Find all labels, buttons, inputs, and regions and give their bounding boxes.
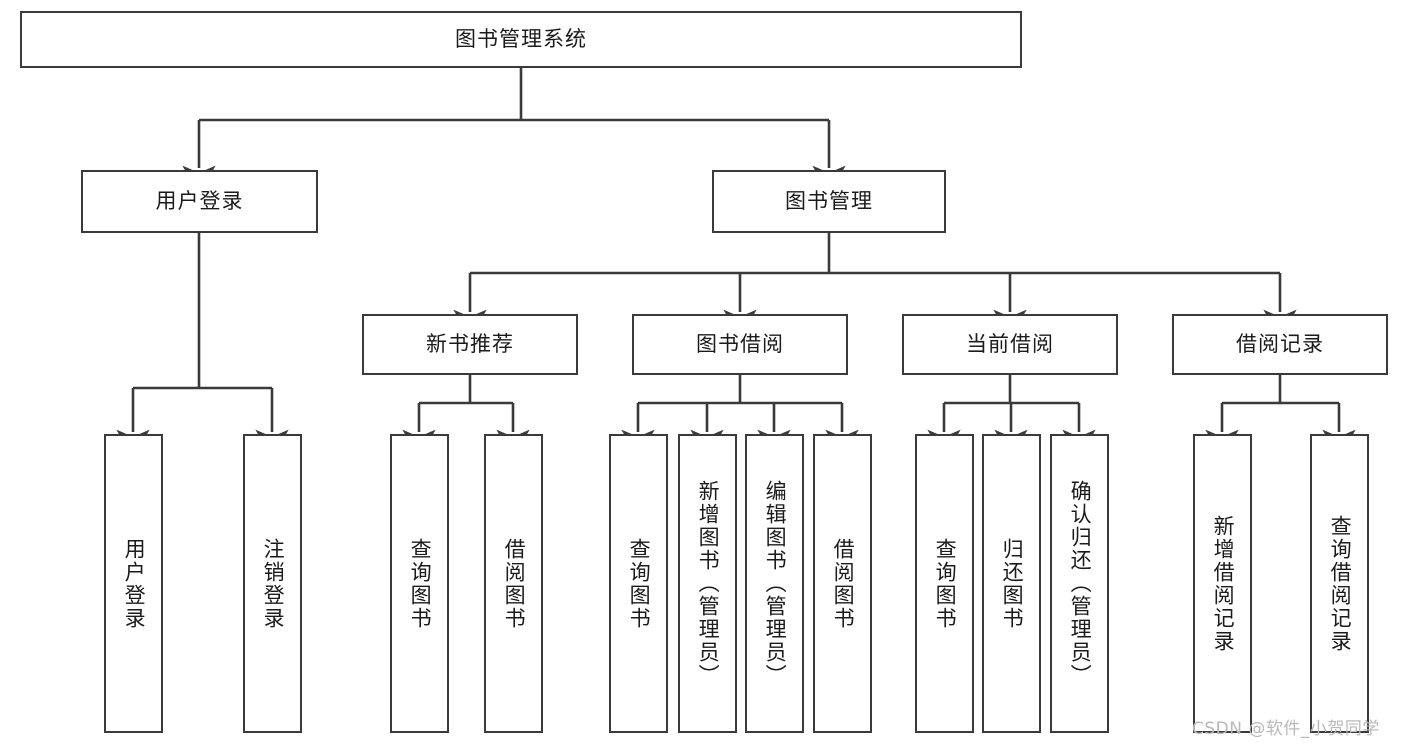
node-user-login-label: 用户登录 — [155, 189, 244, 214]
leaf-user-login[interactable]: 用户登录 — [104, 434, 163, 733]
leaf-confirm-return-admin[interactable]: 确认归还（管理员） — [1050, 434, 1109, 733]
leaf-query-book-current[interactable]: 查询图书 — [915, 434, 974, 733]
leaf-logout-login[interactable]: 注销登录 — [243, 434, 302, 733]
leaf-add-borrow-record-label: 新增借阅记录 — [1211, 514, 1236, 653]
node-new-book-recommend-label: 新书推荐 — [426, 332, 514, 357]
leaf-borrow-book[interactable]: 借阅图书 — [813, 434, 872, 733]
leaf-query-book-newbook[interactable]: 查询图书 — [390, 434, 449, 733]
leaf-borrow-book-newbook-label: 借阅图书 — [502, 537, 527, 630]
leaf-borrow-book-newbook[interactable]: 借阅图书 — [484, 434, 543, 733]
node-book-borrow[interactable]: 图书借阅 — [632, 314, 848, 375]
leaf-add-borrow-record[interactable]: 新增借阅记录 — [1193, 434, 1252, 733]
leaf-add-book-admin-label: 新增图书（管理员） — [696, 480, 721, 687]
leaf-query-book-borrow-label: 查询图书 — [627, 537, 652, 630]
leaf-edit-book-admin[interactable]: 编辑图书（管理员） — [745, 434, 804, 733]
leaf-query-book-borrow[interactable]: 查询图书 — [609, 434, 668, 733]
node-user-login[interactable]: 用户登录 — [81, 170, 318, 233]
leaf-return-book[interactable]: 归还图书 — [982, 434, 1041, 733]
leaf-borrow-book-label: 借阅图书 — [831, 537, 856, 630]
node-book-management[interactable]: 图书管理 — [712, 170, 946, 233]
node-book-management-label: 图书管理 — [785, 189, 873, 214]
leaf-user-login-label: 用户登录 — [122, 537, 147, 630]
node-borrow-record[interactable]: 借阅记录 — [1172, 314, 1388, 375]
leaf-query-borrow-record[interactable]: 查询借阅记录 — [1310, 434, 1369, 733]
leaf-query-book-newbook-label: 查询图书 — [408, 537, 433, 630]
leaf-edit-book-admin-label: 编辑图书（管理员） — [763, 480, 788, 687]
csdn-watermark: CSDN @软件_小贺同学 — [1192, 719, 1380, 739]
leaf-query-book-current-label: 查询图书 — [933, 537, 958, 630]
node-current-borrow-label: 当前借阅 — [966, 332, 1054, 357]
node-root-label: 图书管理系统 — [455, 27, 587, 52]
node-borrow-record-label: 借阅记录 — [1236, 332, 1324, 357]
node-new-book-recommend[interactable]: 新书推荐 — [362, 314, 578, 375]
leaf-return-book-label: 归还图书 — [1000, 537, 1025, 630]
leaf-query-borrow-record-label: 查询借阅记录 — [1328, 514, 1353, 653]
node-book-borrow-label: 图书借阅 — [696, 332, 784, 357]
node-current-borrow[interactable]: 当前借阅 — [902, 314, 1118, 375]
node-root[interactable]: 图书管理系统 — [20, 11, 1022, 68]
leaf-logout-login-label: 注销登录 — [261, 537, 286, 630]
leaf-add-book-admin[interactable]: 新增图书（管理员） — [678, 434, 737, 733]
leaf-confirm-return-admin-label: 确认归还（管理员） — [1068, 480, 1093, 687]
